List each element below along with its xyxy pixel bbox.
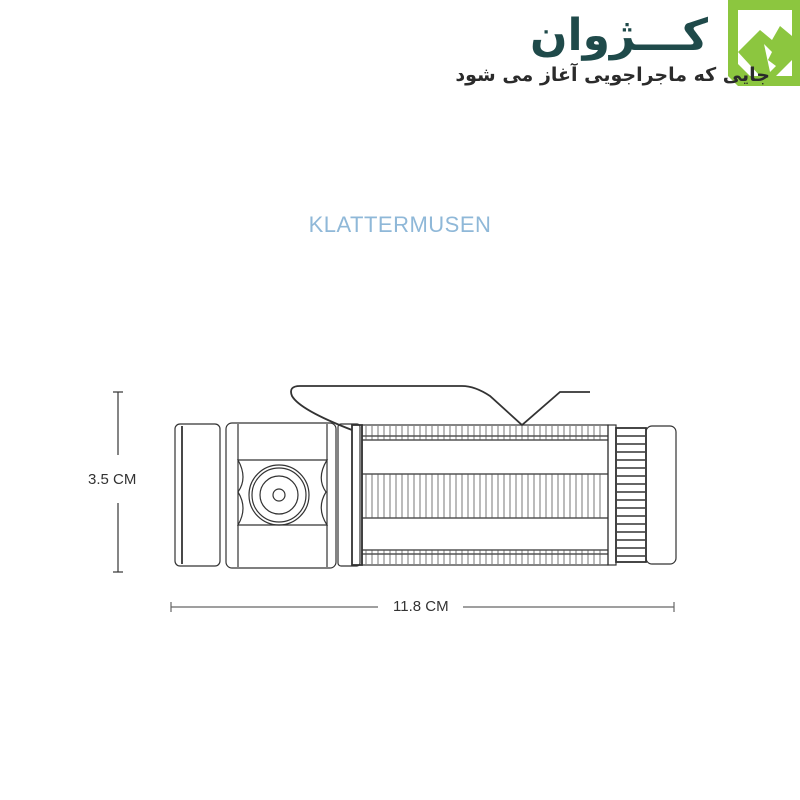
brand-name: KLATTERMUSEN (308, 212, 492, 237)
logo-tagline: جایی که ماجراجویی آغاز می شود (455, 64, 770, 86)
logo-title: کـــژوان (529, 10, 708, 61)
mountain-logo-icon (728, 0, 800, 86)
height-dimension-label: 3.5 CM (88, 471, 137, 488)
width-dimension-label: 11.8 CM (389, 598, 453, 615)
site-logo[interactable]: کـــژوان جایی که ماجراجویی آغاز می شود (455, 0, 800, 100)
